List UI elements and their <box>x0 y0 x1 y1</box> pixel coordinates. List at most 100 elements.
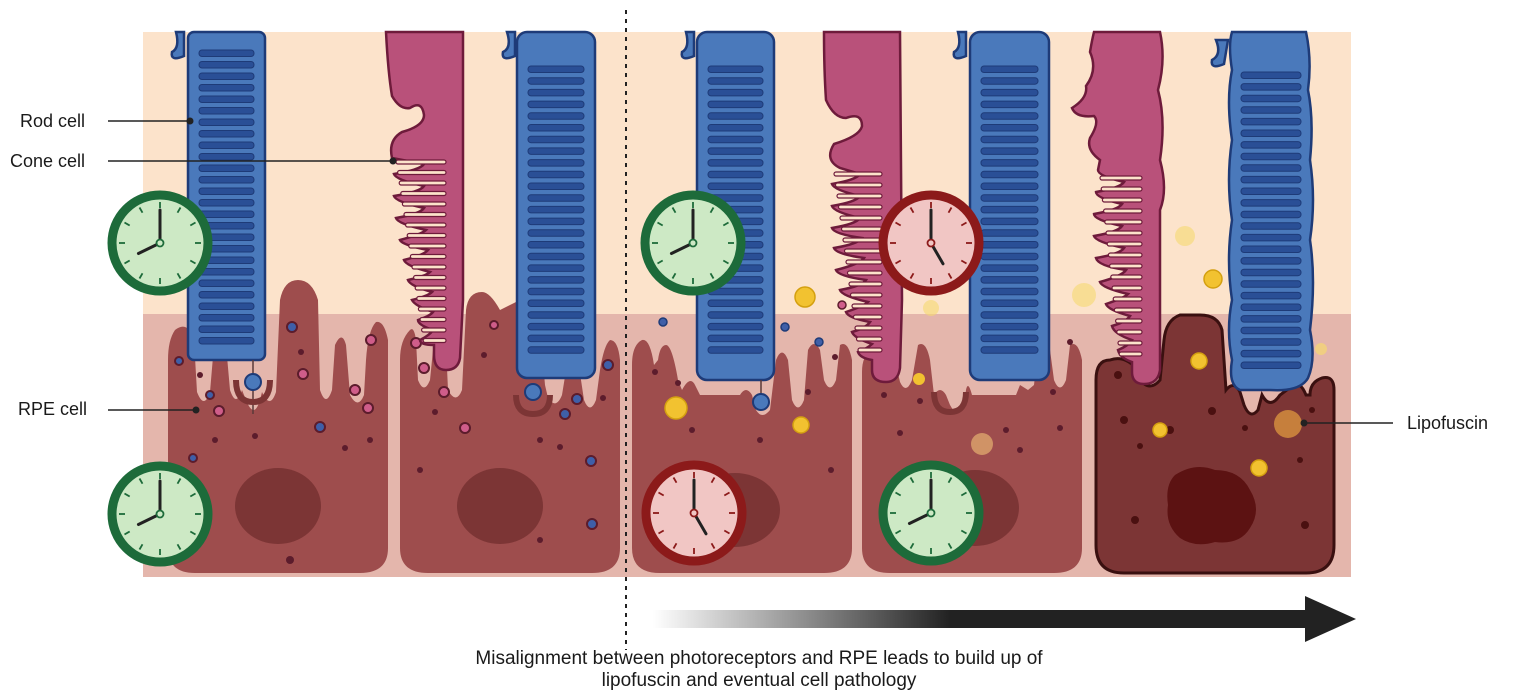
cone-fold <box>422 328 446 332</box>
rod-disc <box>981 78 1038 85</box>
rod-disc <box>199 326 254 333</box>
rod-disc <box>528 347 584 354</box>
rod-disc <box>1241 130 1301 137</box>
cone-fold <box>1108 253 1142 257</box>
svg-text:Cone cell: Cone cell <box>10 151 85 171</box>
rod-disc <box>528 89 584 96</box>
rod-disc <box>199 177 254 184</box>
rod-disc <box>708 136 763 143</box>
rod-disc <box>708 347 763 354</box>
rod-disc <box>981 312 1038 319</box>
rod-disc <box>528 230 584 237</box>
rod-disc <box>199 96 254 103</box>
svg-text:Lipofuscin: Lipofuscin <box>1407 413 1488 433</box>
cone-fold <box>834 172 882 176</box>
rod-disc <box>981 171 1038 178</box>
cone-fold <box>1104 209 1142 213</box>
cone-fold <box>398 171 446 175</box>
rod-disc <box>199 211 254 218</box>
cone-fold <box>409 244 446 248</box>
cone-fold <box>412 265 446 269</box>
rod-disc <box>199 280 254 287</box>
rod-disc <box>1241 234 1301 241</box>
rod-disc <box>199 188 254 195</box>
cone-fold <box>407 234 446 238</box>
cone-fold <box>1119 352 1142 356</box>
rod-disc <box>708 66 763 73</box>
cone-fold <box>1116 319 1142 323</box>
cone-fold <box>851 293 883 297</box>
rod-disc <box>981 277 1038 284</box>
rod-disc <box>1241 95 1301 102</box>
rod-disc <box>199 62 254 69</box>
cone-fold <box>858 348 882 352</box>
clock-rod-left-icon <box>112 195 208 291</box>
rod-disc <box>981 253 1038 260</box>
rod-disc <box>981 160 1038 167</box>
cone-fold <box>406 223 446 227</box>
rod-disc <box>1241 211 1301 218</box>
rod-disc <box>981 230 1038 237</box>
cone-fold <box>1101 187 1142 191</box>
rod-disc <box>1241 362 1301 369</box>
rod-disc <box>708 312 763 319</box>
rod-disc <box>981 323 1038 330</box>
rod-disc <box>199 142 254 149</box>
rod-disc <box>528 265 584 272</box>
rod-disc <box>708 335 763 342</box>
rod-disc <box>528 277 584 284</box>
cone-fold <box>854 315 883 319</box>
rod-disc <box>528 78 584 85</box>
rod-disc <box>1241 281 1301 288</box>
rod-disc <box>1241 107 1301 114</box>
rod-disc <box>1241 72 1301 79</box>
rod-disc <box>708 125 763 132</box>
cone-fold <box>1118 341 1142 345</box>
rod-disc <box>1241 84 1301 91</box>
rod-disc <box>981 195 1038 202</box>
rod-disc <box>1241 176 1301 183</box>
rod-disc <box>708 89 763 96</box>
rod-disc <box>528 300 584 307</box>
cone-fold <box>845 249 883 253</box>
rod-disc <box>199 165 254 172</box>
rod-disc <box>199 73 254 80</box>
cone-fold <box>849 282 882 286</box>
cone-fold <box>836 183 883 187</box>
rod-disc <box>199 108 254 115</box>
cone-fold <box>401 192 446 196</box>
rod-disc <box>528 288 584 295</box>
rod-disc <box>1241 258 1301 265</box>
rod-disc <box>528 242 584 249</box>
clock-rod-right-icon <box>645 195 741 291</box>
rod-disc <box>528 113 584 120</box>
cone-fold <box>1117 330 1142 334</box>
caption-line-2: lipofuscin and eventual cell pathology <box>0 670 1518 692</box>
rod-disc <box>528 323 584 330</box>
rod-disc <box>528 335 584 342</box>
caption-line-1: Misalignment between photoreceptors and … <box>0 648 1518 670</box>
rod-disc <box>708 160 763 167</box>
rod-disc <box>199 131 254 138</box>
rod-disc <box>1241 304 1301 311</box>
rod-disc <box>528 206 584 213</box>
cone-fold <box>1110 264 1142 268</box>
clock-rpe-right-a-icon <box>646 465 742 561</box>
cone-fold <box>857 337 883 341</box>
rod-disc <box>981 113 1038 120</box>
cone-fold <box>420 318 446 322</box>
clock-cone-right-icon <box>883 195 979 291</box>
cone-fold <box>1114 308 1142 312</box>
rod-disc <box>1241 269 1301 276</box>
rod-disc <box>199 119 254 126</box>
cone-fold <box>852 304 882 308</box>
rod-disc <box>981 148 1038 155</box>
rod-disc <box>199 303 254 310</box>
rod-disc <box>1241 153 1301 160</box>
rod-disc <box>1241 188 1301 195</box>
rod-disc <box>1241 350 1301 357</box>
rod-disc <box>708 300 763 307</box>
rod-disc <box>708 171 763 178</box>
clock-rpe-left-icon <box>112 466 208 562</box>
rod-disc <box>199 200 254 207</box>
